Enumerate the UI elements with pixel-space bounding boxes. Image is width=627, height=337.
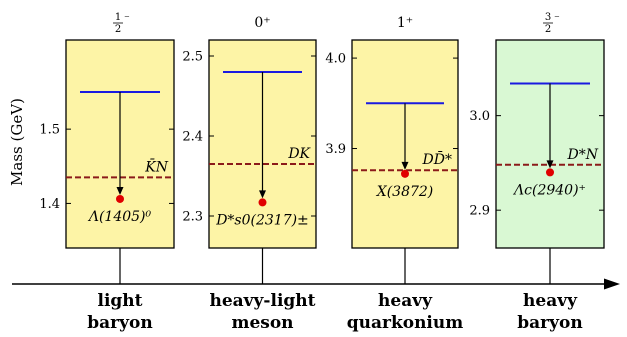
category-label: light xyxy=(97,291,142,311)
y-tick-label: 3.9 xyxy=(325,142,346,157)
panels-group: 1.41.512⁻K̄NΛ(1405)⁰lightbaryon2.32.42.5… xyxy=(39,12,605,333)
threshold-label: DD̄* xyxy=(422,151,452,169)
qn-parity: ⁻ xyxy=(554,12,560,25)
y-axis-label: Mass (GeV) xyxy=(8,98,26,186)
y-tick-label: 1.5 xyxy=(39,123,60,138)
category-label: heavy xyxy=(378,291,433,311)
qn-numerator: 1 xyxy=(115,12,121,23)
qn-parity: ⁻ xyxy=(124,12,130,25)
arrow-head xyxy=(116,186,124,195)
state-point xyxy=(546,168,554,177)
qn-text: 0⁺ xyxy=(254,15,270,31)
arrow-head xyxy=(401,161,409,170)
category-axis xyxy=(12,278,620,290)
threshold-label: K̄N xyxy=(144,158,168,176)
qn-denominator: 2 xyxy=(115,24,121,35)
category-label: meson xyxy=(231,313,293,333)
qn-numerator: 3 xyxy=(545,12,551,23)
y-tick-label: 2.4 xyxy=(182,130,203,145)
state-point xyxy=(116,194,124,203)
state-label: D*s0(2317)± xyxy=(215,212,309,228)
y-tick-label: 3.0 xyxy=(469,109,490,124)
state-label: Λc(2940)⁺ xyxy=(512,182,586,198)
state-label: X(3872) xyxy=(376,184,434,200)
state-label: Λ(1405)⁰ xyxy=(87,209,152,225)
quantum-number-label: 12⁻ xyxy=(113,12,130,35)
threshold-label: D*N xyxy=(567,147,599,163)
category-label: baryon xyxy=(87,313,152,333)
y-tick-label: 2.9 xyxy=(469,204,490,219)
quantum-number-label: 32⁻ xyxy=(543,12,560,35)
quantum-number-label: 1⁺ xyxy=(397,15,413,31)
y-tick-label: 2.3 xyxy=(182,210,203,225)
threshold-label: DK xyxy=(287,146,311,162)
state-point xyxy=(258,198,267,207)
arrow-head xyxy=(546,160,554,169)
qn-text: 1⁺ xyxy=(397,15,413,31)
y-tick-label: 2.5 xyxy=(182,50,203,65)
category-axis-arrow-head xyxy=(604,278,620,290)
category-label: heavy xyxy=(523,291,578,311)
quantum-number-label: 0⁺ xyxy=(254,15,270,31)
category-label: baryon xyxy=(517,313,582,333)
y-tick-label: 4.0 xyxy=(325,52,346,67)
category-label: heavy-light xyxy=(209,291,315,311)
qn-denominator: 2 xyxy=(545,24,551,35)
arrow-head xyxy=(259,190,266,199)
state-point xyxy=(401,169,409,178)
category-label: quarkonium xyxy=(347,313,464,333)
y-tick-label: 1.4 xyxy=(39,197,60,212)
